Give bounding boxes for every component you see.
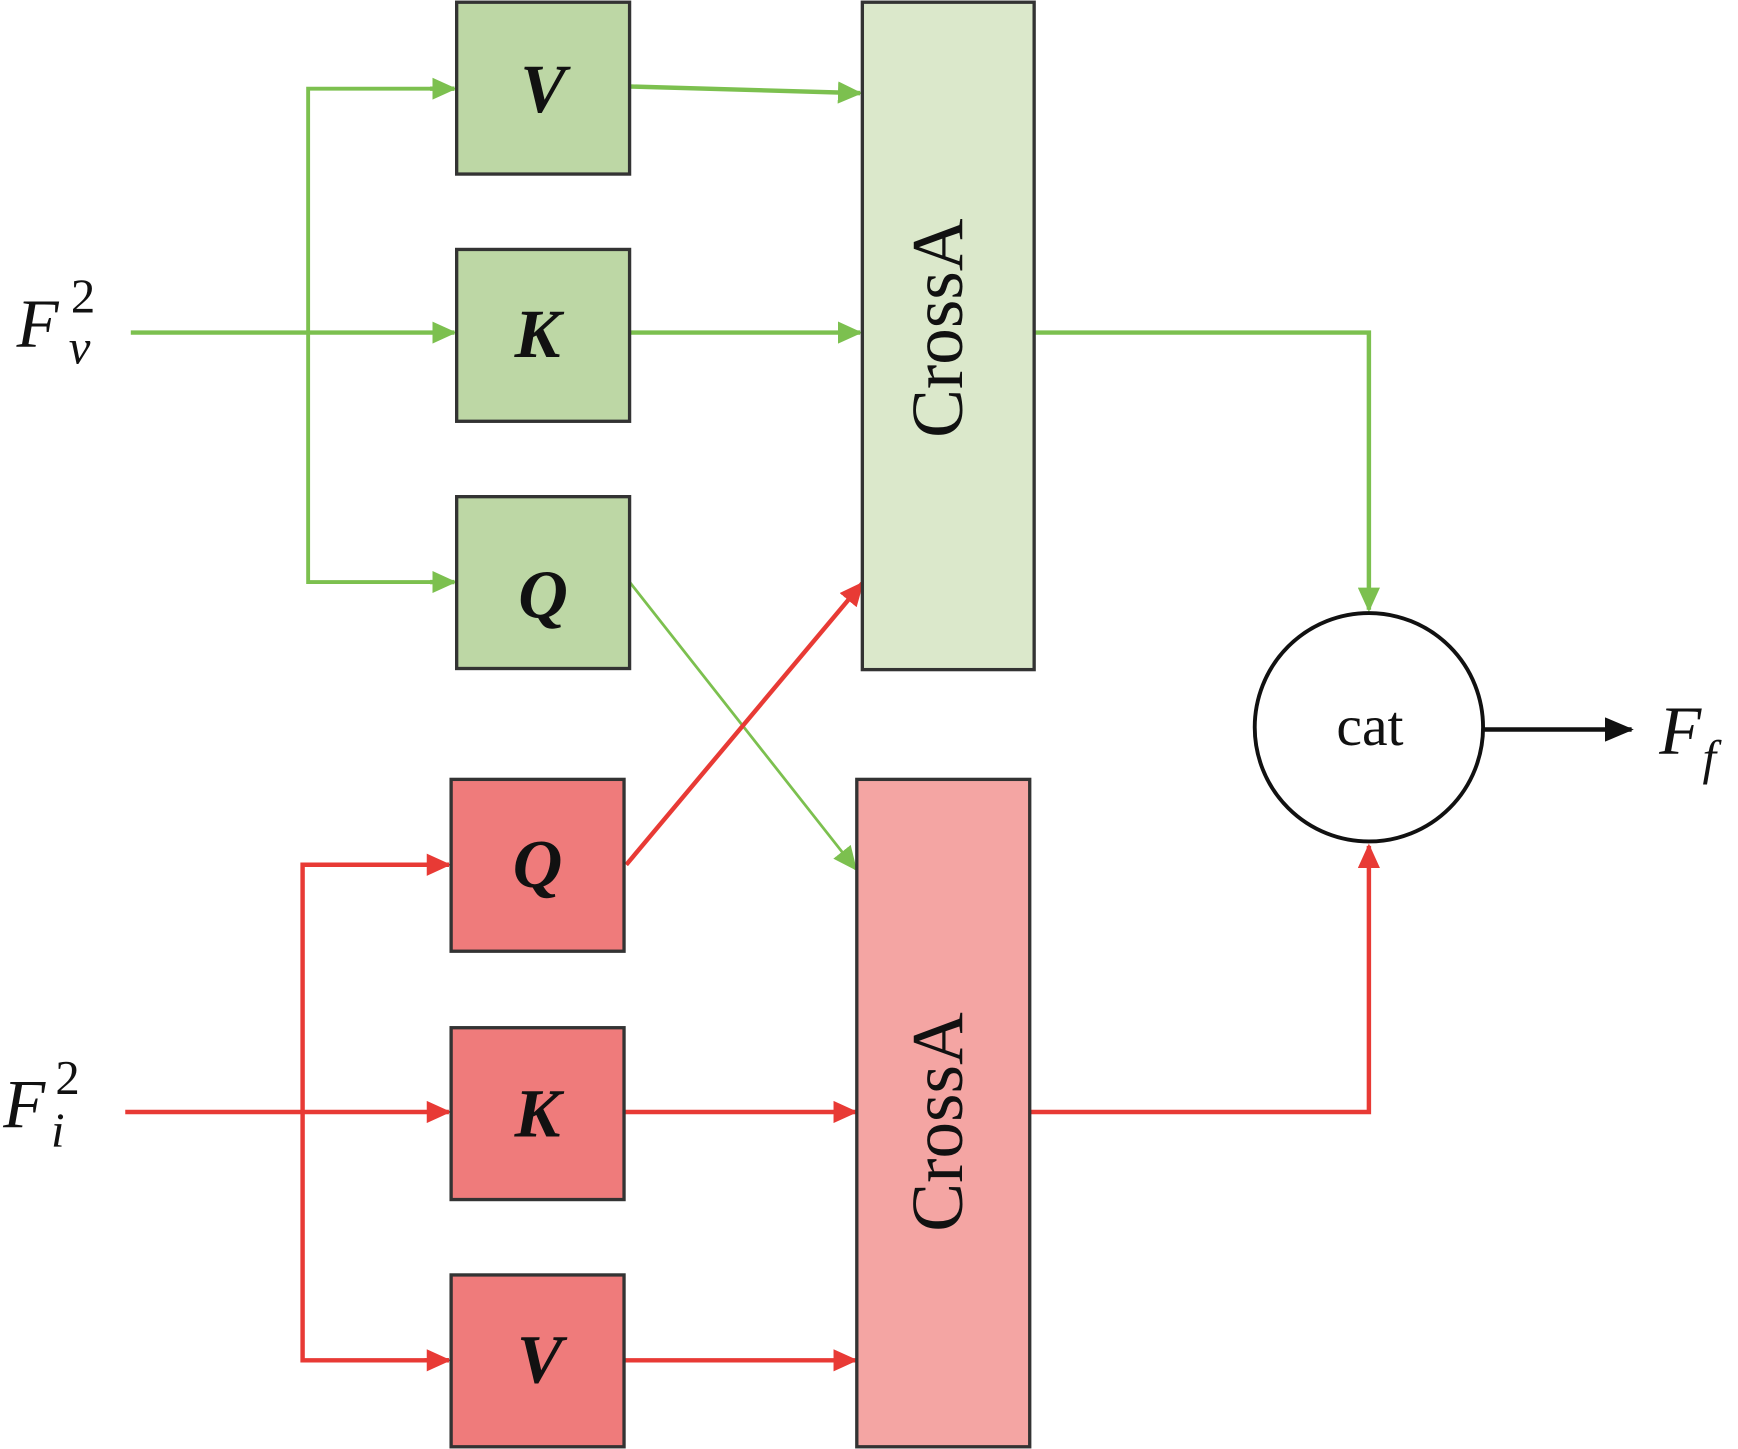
arrow-crossa-to-cat [1029, 843, 1380, 1115]
input-visible-label: F v 2 [16, 270, 96, 375]
v-label: V [520, 51, 571, 127]
visible-branch [455, 0, 1036, 672]
arrow-crossa-to-cat [1034, 330, 1380, 612]
infrared-branch-line [300, 862, 449, 1363]
v-box [449, 1273, 626, 1449]
k-label: K [514, 1075, 565, 1151]
arrow-v-to-crossa [629, 81, 863, 104]
k-box [449, 1026, 626, 1202]
subscript: i [51, 1103, 65, 1157]
subscript: f [1703, 731, 1723, 785]
k-box [455, 247, 632, 423]
q-box [455, 495, 632, 671]
k-label: K [514, 296, 565, 372]
q-label: Q [518, 557, 568, 633]
crossa-label: CrossA [897, 1012, 978, 1232]
output-label: F f [1658, 693, 1722, 785]
arrow-q-to-top-crossa [624, 581, 865, 867]
visible-connections [130, 77, 1380, 871]
crossa-block [855, 777, 1032, 1449]
v-label: V [517, 1321, 568, 1397]
superscript: 2 [71, 270, 95, 324]
visible-branch-line [306, 86, 455, 584]
infrared-branch [449, 777, 1032, 1449]
crossa-label: CrossA [897, 218, 978, 438]
subscript: v [69, 321, 91, 375]
v-box [455, 0, 632, 176]
base: F [1658, 693, 1702, 769]
infrared-connections [125, 581, 1380, 1372]
superscript: 2 [55, 1051, 79, 1105]
cat-label: cat [1336, 695, 1403, 758]
base: F [16, 286, 60, 362]
input-infrared-label: F i 2 [2, 1051, 79, 1157]
q-label: Q [513, 826, 563, 902]
crossa-block [860, 0, 1036, 672]
base: F [2, 1066, 46, 1142]
q-box [449, 777, 626, 953]
